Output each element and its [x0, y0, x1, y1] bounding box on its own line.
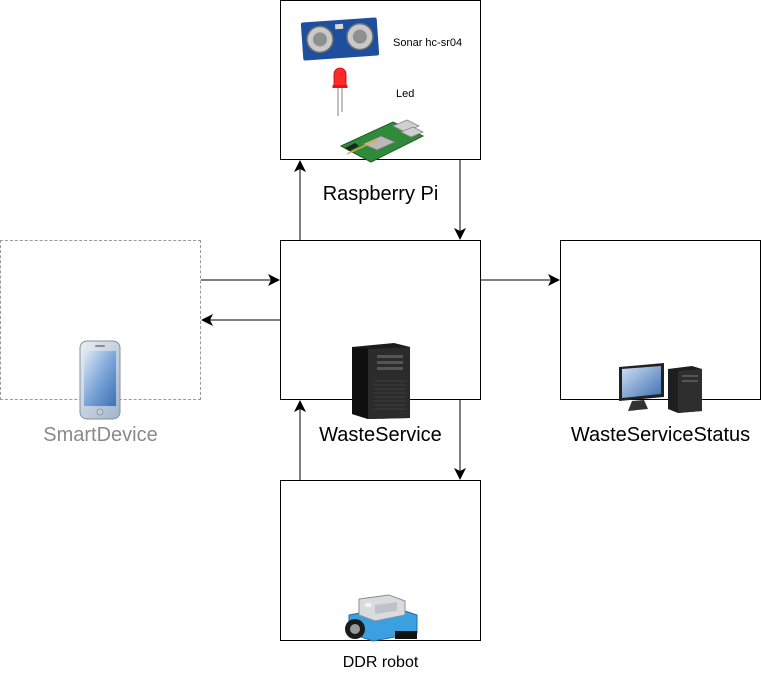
raspberry-pi-label: Raspberry Pi — [322, 183, 439, 205]
smartphone-icon — [79, 340, 121, 420]
smartdevice-label: SmartDevice — [43, 424, 158, 446]
wasteservice-label: WasteService — [319, 424, 442, 446]
wasteservicestatus-label: WasteServiceStatus — [570, 424, 751, 446]
sonar-label: Sonar hc-sr04 — [393, 37, 463, 49]
robot-car-icon — [345, 594, 418, 642]
ddr-robot-label: DDR robot — [342, 654, 419, 671]
led-label: Led — [396, 88, 415, 100]
server-tower-icon — [352, 343, 410, 419]
led-icon — [332, 67, 348, 116]
sonar-sensor-icon — [300, 17, 380, 61]
raspberry-pi-board-icon — [339, 119, 425, 163]
desktop-computer-icon — [619, 363, 702, 413]
